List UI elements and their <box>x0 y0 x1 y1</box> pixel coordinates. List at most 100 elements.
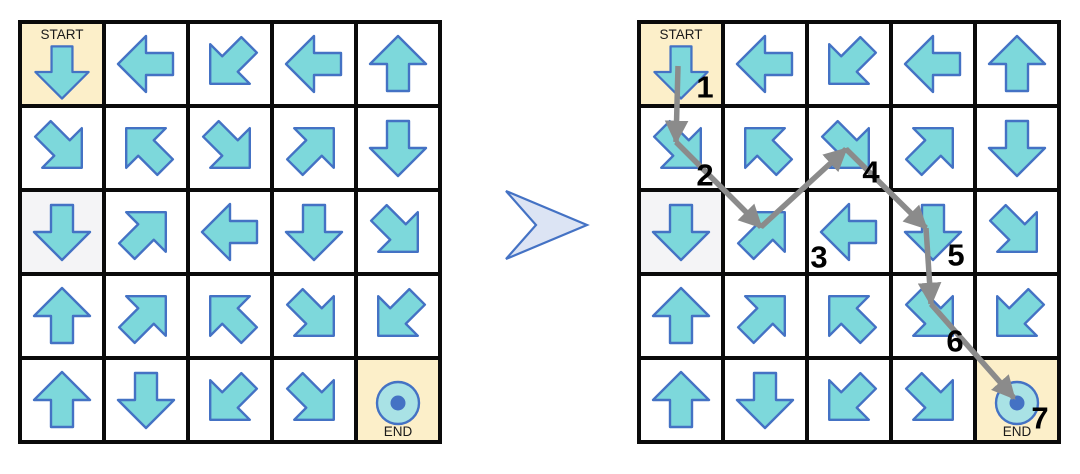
arrow-up-right-icon <box>736 295 786 345</box>
grid-cell-r2c4 <box>358 192 438 272</box>
grid-cell-r3c2 <box>190 276 270 356</box>
grid-cell-r4c2 <box>190 360 270 440</box>
arrow-left-icon <box>200 202 259 262</box>
grid-cell-r1c0 <box>22 108 102 188</box>
arrow-up-right-icon <box>904 127 954 177</box>
arrow-up-left-icon <box>828 295 878 345</box>
grid-cell-r2c0 <box>641 192 721 272</box>
grid-cell-r1c1 <box>106 108 186 188</box>
arrow-left-icon <box>819 202 878 262</box>
grid-cell-r0c0: START <box>22 24 102 104</box>
arrow-down-icon <box>284 203 344 262</box>
arrow-down-icon <box>32 203 92 262</box>
arrow-up-left-icon <box>744 127 794 177</box>
arrow-down-left-icon <box>209 35 259 85</box>
grid-cell-r2c2 <box>809 192 889 272</box>
grid-cell-r1c2 <box>190 108 270 188</box>
arrow-up-right-icon <box>117 211 167 261</box>
grid-cell-r1c4 <box>977 108 1057 188</box>
grid-cell-r3c1 <box>106 276 186 356</box>
grid-cell-r2c2 <box>190 192 270 272</box>
grid-cell-r1c2 <box>809 108 889 188</box>
grid-cell-r1c3 <box>274 108 354 188</box>
grid-cell-r4c1 <box>725 360 805 440</box>
grid-cell-r0c0: START <box>641 24 721 104</box>
grid-cell-r4c4: END <box>977 360 1057 440</box>
arrow-down-icon <box>987 119 1047 178</box>
arrow-down-left-icon <box>828 371 878 421</box>
end-label: END <box>1002 423 1032 439</box>
arrow-down-left-icon <box>828 35 878 85</box>
grid-cell-r3c1 <box>725 276 805 356</box>
arrow-up-icon <box>651 286 711 345</box>
grid-cell-r0c4 <box>358 24 438 104</box>
grid-cell-r2c1 <box>725 192 805 272</box>
arrow-up-left-icon <box>125 127 175 177</box>
arrow-down-right-icon <box>988 203 1038 253</box>
grid-cell-r0c4 <box>977 24 1057 104</box>
start-label: START <box>40 27 84 42</box>
arrow-up-left-icon <box>209 295 259 345</box>
grid-cell-r0c3 <box>274 24 354 104</box>
arrow-down-icon <box>903 203 963 262</box>
arrow-down-right-icon <box>285 287 335 337</box>
arrow-down-icon <box>735 371 795 430</box>
arrow-up-right-icon <box>117 295 167 345</box>
arrow-down-icon <box>651 203 711 262</box>
grid-cell-r4c3 <box>893 360 973 440</box>
arrow-up-icon <box>651 370 711 429</box>
grid-cell-r0c1 <box>106 24 186 104</box>
grid-cell-r3c3 <box>893 276 973 356</box>
grid-cell-r2c0 <box>22 192 102 272</box>
grid-cell-r3c4 <box>977 276 1057 356</box>
grid-cell-r4c0 <box>641 360 721 440</box>
arrow-down-right-icon <box>652 119 702 169</box>
grid-cell-r4c4: END <box>358 360 438 440</box>
arrow-down-right-icon <box>33 119 83 169</box>
grid-cell-r0c3 <box>893 24 973 104</box>
arrow-up-right-icon <box>736 211 786 261</box>
end-label: END <box>383 423 413 439</box>
grid-cell-r3c2 <box>809 276 889 356</box>
grid-cell-r2c3 <box>893 192 973 272</box>
arrow-down-icon <box>116 371 176 430</box>
arrow-down-right-icon <box>904 287 954 337</box>
grid-cell-r3c3 <box>274 276 354 356</box>
grid-cell-r2c1 <box>106 192 186 272</box>
puzzle-grid-before: START <box>18 20 442 444</box>
grid-cell-r1c1 <box>725 108 805 188</box>
grid-cell-r3c4 <box>358 276 438 356</box>
grid-cell-r4c1 <box>106 360 186 440</box>
arrow-up-right-icon <box>285 127 335 177</box>
grid-cell-r1c3 <box>893 108 973 188</box>
arrow-down-right-icon <box>904 371 954 421</box>
grid-cell-r2c4 <box>977 192 1057 272</box>
arrow-left-icon <box>284 34 343 94</box>
grid-cell-r3c0 <box>641 276 721 356</box>
grid-cell-r3c0 <box>22 276 102 356</box>
arrow-down-right-icon <box>369 203 419 253</box>
arrow-down-right-icon <box>820 119 870 169</box>
arrow-down-icon <box>34 45 90 100</box>
start-label: START <box>659 27 703 42</box>
grid-cell-r0c2 <box>190 24 270 104</box>
arrow-left-icon <box>735 34 794 94</box>
arrow-down-icon <box>368 119 428 178</box>
arrow-down-left-icon <box>209 371 259 421</box>
arrow-down-left-icon <box>996 287 1046 337</box>
grid-cell-r0c1 <box>725 24 805 104</box>
arrow-down-left-icon <box>377 287 427 337</box>
end-target-icon <box>375 380 421 426</box>
arrow-left-icon <box>116 34 175 94</box>
arrow-up-icon <box>32 286 92 345</box>
grid-cell-r2c3 <box>274 192 354 272</box>
grid-cell-r0c2 <box>809 24 889 104</box>
grid-cell-r4c3 <box>274 360 354 440</box>
arrow-up-icon <box>987 34 1047 93</box>
puzzle-grid-after: START <box>637 20 1061 444</box>
transform-chevron-icon <box>505 189 590 261</box>
grid-cell-r4c2 <box>809 360 889 440</box>
arrow-up-icon <box>368 34 428 93</box>
arrow-down-right-icon <box>285 371 335 421</box>
